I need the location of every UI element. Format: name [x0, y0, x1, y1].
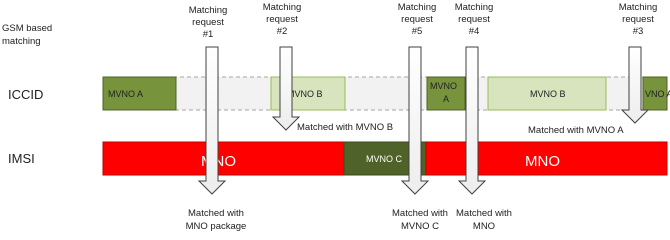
- result-mvno-c-line-1: Matched with: [392, 208, 448, 219]
- iccid-segment-mvno-a-2: [426, 76, 466, 111]
- iccid-mvno-a-2-label-line-1: MVNO: [430, 81, 457, 91]
- request-2-number: #2: [277, 26, 288, 37]
- request-2-line-2: request: [266, 14, 298, 25]
- request-4-number: #4: [469, 26, 480, 37]
- result-mno-package-line-1: Matched with: [188, 208, 244, 219]
- request-1-line-1: Matching: [189, 5, 228, 16]
- iccid-segment-mvno-b-2: [487, 76, 607, 111]
- request-3-line-1: Matching: [619, 2, 658, 13]
- request-5-number: #5: [412, 26, 423, 37]
- title-line-1: GSM based: [2, 23, 52, 34]
- result-mvno-b: Matched with MVNO B: [297, 122, 393, 133]
- iccid-mvno-a-2-label-line-2: A: [443, 94, 449, 104]
- request-1-number: #1: [203, 29, 214, 40]
- imsi-mvno-c-label: MVNO C: [366, 154, 403, 164]
- result-mno-package-line-2: MNO package: [186, 221, 247, 232]
- iccid-mvno-b-1-label: MVNO B: [287, 89, 323, 99]
- request-4-arrow: [457, 46, 487, 195]
- iccid-row: MVNO A MVNO B MVNO A MVNO B VNO A: [102, 76, 670, 111]
- result-mno-line-2: MNO: [473, 221, 495, 232]
- iccid-mvno-a-1-label: MVNO A: [108, 89, 143, 99]
- iccid-mvno-b-2-label: MVNO B: [530, 89, 566, 99]
- request-1-arrow: [197, 46, 227, 195]
- request-3-line-2: request: [622, 14, 654, 25]
- request-2-arrow: [271, 46, 301, 131]
- request-5-arrow: [400, 46, 430, 195]
- request-5-line-1: Matching: [398, 2, 437, 13]
- request-4-line-1: Matching: [455, 2, 494, 13]
- title-line-2: matching: [2, 36, 41, 47]
- imsi-mno-2-label: MNO: [525, 153, 560, 170]
- request-3-arrow: [620, 46, 650, 124]
- request-5-line-2: request: [401, 14, 433, 25]
- request-1-line-2: request: [192, 17, 224, 28]
- result-mno-line-1: Matched with: [456, 208, 512, 219]
- request-2-line-1: Matching: [263, 2, 302, 13]
- iccid-segment-mvno-a-1: [102, 76, 177, 111]
- request-4-line-2: request: [458, 14, 490, 25]
- imsi-segment-mno-1: [102, 141, 345, 176]
- request-3-number: #3: [633, 26, 644, 37]
- iccid-label: ICCID: [8, 87, 43, 102]
- result-mvno-c-line-2: MVNO C: [401, 221, 439, 232]
- imsi-row: MNO MVNO C MNO: [102, 141, 668, 176]
- iccid-mvno-a-3-label: VNO A: [645, 89, 670, 99]
- gsm-matching-diagram: GSM based matching ICCID IMSI MVNO A MVN…: [2, 2, 670, 232]
- iccid-segment-mvno-a-3: [642, 76, 668, 111]
- result-mvno-a: Matched with MVNO A: [528, 125, 624, 136]
- imsi-label: IMSI: [8, 151, 35, 166]
